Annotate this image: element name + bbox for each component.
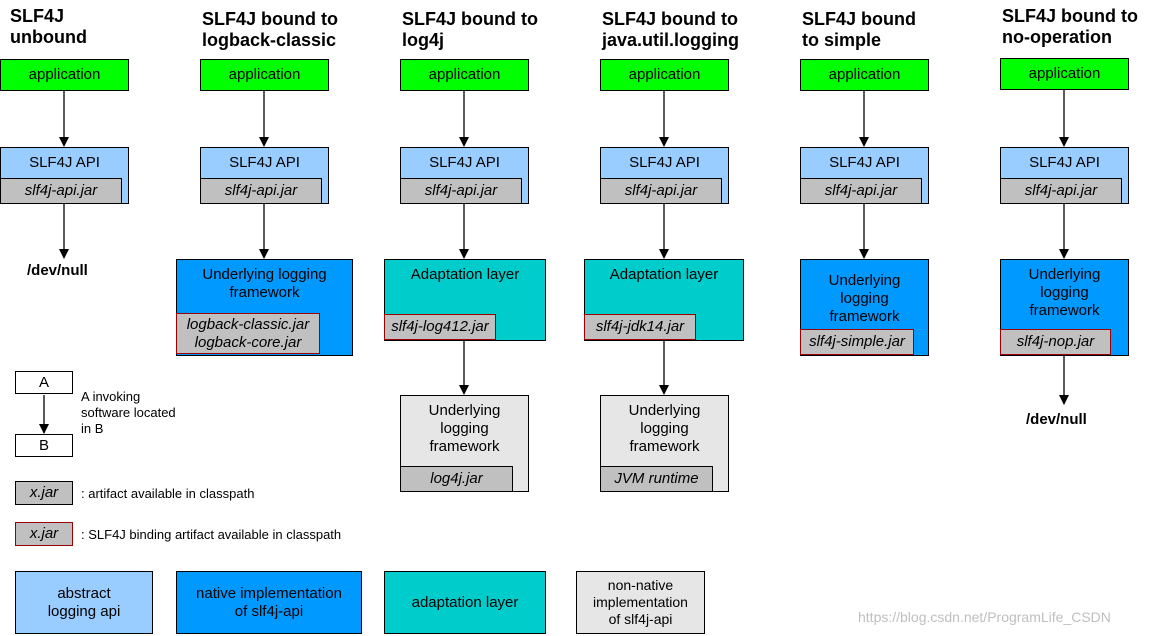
- col3-binding-jar: slf4j-log412.jar: [384, 314, 496, 340]
- col3-api-jar: slf4j-api.jar: [400, 178, 522, 204]
- col5-binding-jar: slf4j-simple.jar: [800, 329, 914, 355]
- col3-log4j-jar: log4j.jar: [400, 466, 513, 492]
- col6-application-box: application: [1000, 58, 1129, 90]
- legend-artifact-text: : artifact available in classpath: [81, 486, 255, 501]
- col2-application-box: application: [200, 59, 329, 91]
- watermark-text: https://blog.csdn.net/ProgramLife_CSDN: [858, 609, 1111, 625]
- legend-box-b: B: [15, 434, 73, 457]
- col6-devnull: /dev/null: [1026, 411, 1087, 428]
- col1-application-box: application: [0, 59, 129, 91]
- col4-application-box: application: [600, 59, 729, 91]
- col6-api-jar: slf4j-api.jar: [1000, 178, 1122, 204]
- col5-application-box: application: [800, 59, 929, 91]
- legend-binding-text: : SLF4J binding artifact available in cl…: [81, 527, 342, 542]
- col4-jvm-runtime-jar: JVM runtime: [600, 466, 713, 492]
- col3-application-box: application: [400, 59, 529, 91]
- legend-binding-jar: x.jar: [15, 522, 73, 546]
- col2-api-jar: slf4j-api.jar: [200, 178, 322, 204]
- legend-artifact-jar: x.jar: [15, 481, 73, 505]
- col1-api-jar: slf4j-api.jar: [0, 178, 122, 204]
- legend-adaptation-box: adaptation layer: [384, 571, 546, 634]
- col5-api-jar: slf4j-api.jar: [800, 178, 922, 204]
- legend-box-a: A: [15, 371, 73, 394]
- col6-binding-jar: slf4j-nop.jar: [1000, 329, 1111, 355]
- col4-binding-jar: slf4j-jdk14.jar: [584, 314, 696, 340]
- col4-api-jar: slf4j-api.jar: [600, 178, 722, 204]
- col1-devnull: /dev/null: [27, 262, 88, 279]
